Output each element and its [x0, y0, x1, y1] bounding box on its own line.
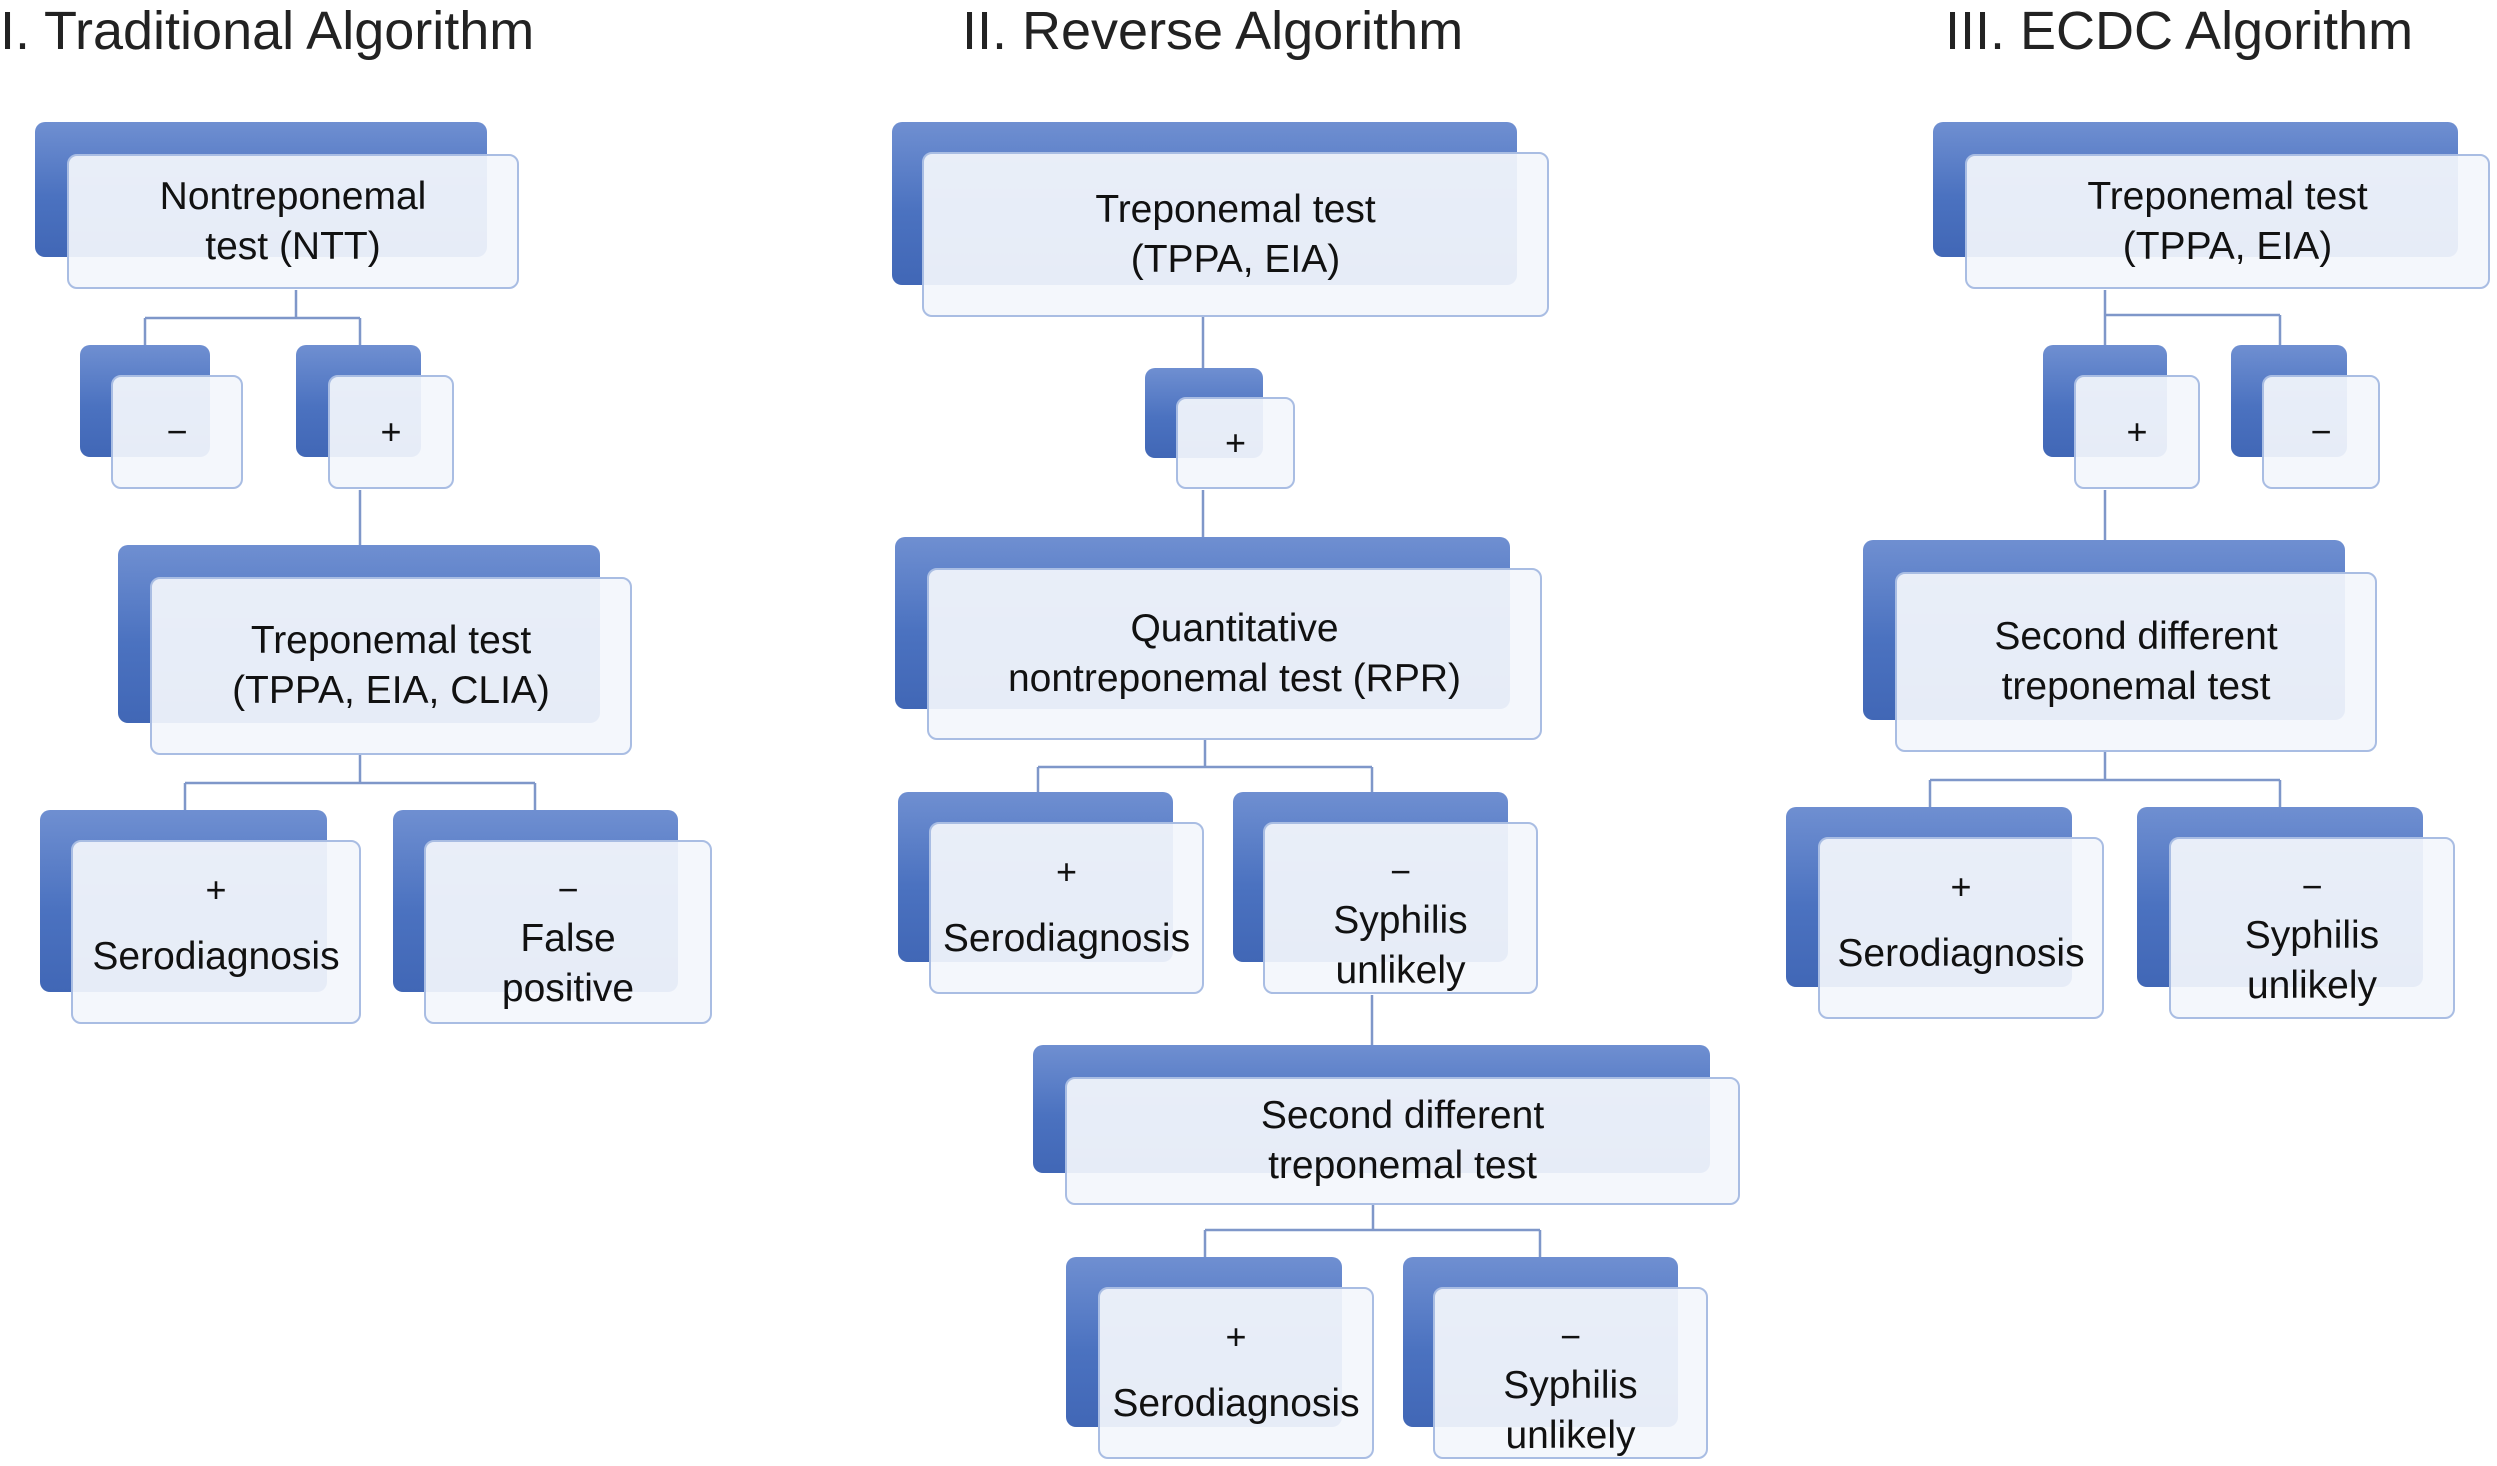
title-traditional: I. Traditional Algorithm — [0, 1, 535, 61]
outcome-label: Serodiagnosis — [1112, 1382, 1360, 1425]
node-ecdc-treponemal-line2: (TPPA, EIA) — [2122, 224, 2333, 268]
negative-sign: − — [557, 869, 579, 910]
outcome-label-line1: Syphilis — [2244, 914, 2380, 957]
outcome-label-line1: Syphilis — [1503, 1364, 1638, 1407]
node-reverse-treponemal-line1: Treponemal test — [1095, 187, 1376, 231]
negative-sign: − — [1389, 851, 1412, 892]
positive-sign: + — [380, 411, 402, 452]
node-ntt-line2: test (NTT) — [205, 224, 381, 268]
outcome-label: Serodiagnosis — [92, 935, 340, 978]
outcome-label: Serodiagnosis — [942, 917, 1191, 960]
outcome-label-line2: positive — [501, 967, 635, 1010]
positive-sign: + — [1055, 851, 1078, 892]
connector-second-split — [1203, 1205, 1542, 1257]
outcome-label-line2: unlikely — [1505, 1414, 1636, 1457]
node-ntt-line1: Nontreponemal — [159, 174, 427, 218]
node-trad-treponemal-line1: Treponemal test — [250, 619, 532, 662]
positive-sign: + — [1950, 866, 1972, 907]
node-reverse-second-line1: Second different — [1260, 1094, 1545, 1137]
positive-sign: + — [205, 869, 227, 910]
negative-sign: − — [2301, 866, 2323, 907]
negative-sign: − — [1559, 1316, 1582, 1357]
positive-sign: + — [2126, 411, 2148, 452]
connector-ecdc-second-split — [1928, 752, 2282, 807]
outcome-label-line1: Syphilis — [1333, 899, 1468, 942]
connector-ecdc-split — [2103, 290, 2282, 345]
positive-sign: + — [1224, 422, 1247, 463]
negative-sign: − — [2310, 411, 2332, 452]
node-quantitative-line1: Quantitative — [1130, 607, 1339, 650]
connector-ntt-split — [143, 290, 362, 345]
outcome-label-line2: unlikely — [1335, 949, 1466, 992]
node-trad-treponemal-line2: (TPPA, EIA, CLIA) — [232, 669, 550, 712]
node-reverse-second-line2: treponemal test — [1268, 1144, 1537, 1187]
outcome-label-line2: unlikely — [2246, 964, 2378, 1007]
node-ecdc-second-line2: treponemal test — [2001, 665, 2271, 708]
title-ecdc: III. ECDC Algorithm — [1945, 1, 2414, 61]
node-reverse-treponemal-line2: (TPPA, EIA) — [1130, 237, 1341, 281]
title-reverse: II. Reverse Algorithm — [962, 1, 1464, 61]
connector-quant-split — [1036, 740, 1374, 792]
outcome-label-line1: False — [520, 917, 616, 960]
node-quantitative-line2: nontreponemal test (RPR) — [1007, 657, 1462, 700]
connector-treponemal-split — [183, 755, 537, 810]
node-ecdc-treponemal-line1: Treponemal test — [2087, 174, 2368, 218]
outcome-label: Serodiagnosis — [1837, 932, 2085, 975]
positive-sign: + — [1225, 1316, 1247, 1357]
node-ecdc-second-line1: Second different — [1994, 615, 2278, 658]
negative-sign: − — [166, 411, 188, 452]
